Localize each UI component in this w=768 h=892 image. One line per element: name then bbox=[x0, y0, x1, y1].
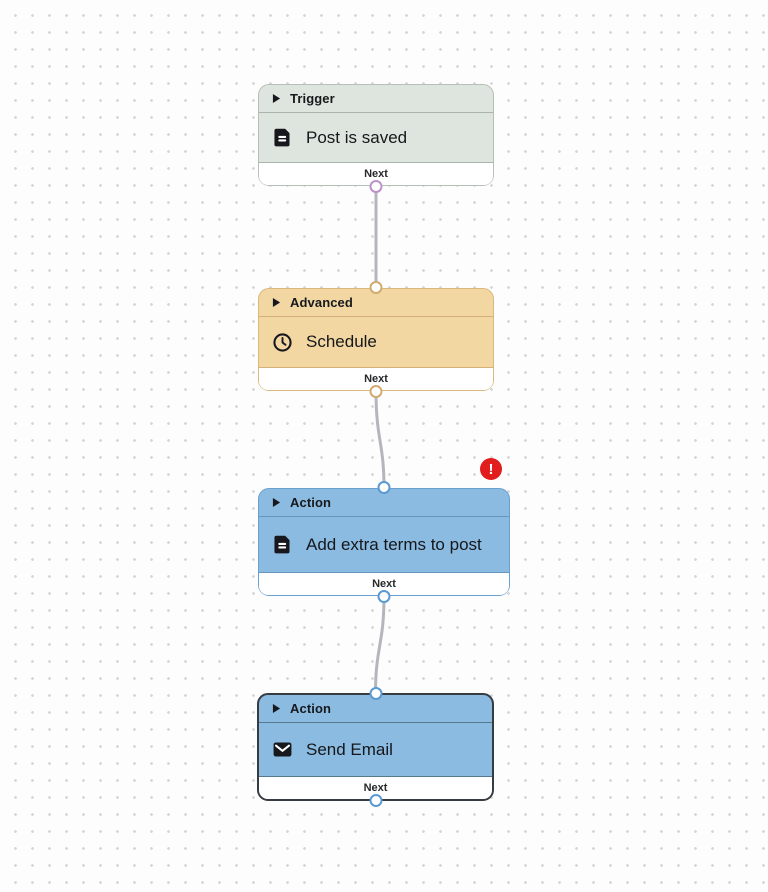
connection-line[interactable] bbox=[374, 594, 386, 695]
node-action-send-email[interactable]: Action Send Email Next bbox=[257, 687, 494, 807]
node-header: Advanced bbox=[259, 289, 493, 317]
next-connector-bar: Next bbox=[259, 573, 509, 595]
document-icon bbox=[274, 128, 290, 147]
node-category-label: Trigger bbox=[290, 91, 335, 106]
collapse-triangle-icon[interactable] bbox=[272, 497, 281, 508]
node-body: Schedule bbox=[259, 317, 493, 368]
input-port[interactable] bbox=[377, 481, 391, 494]
next-connector-bar: Next bbox=[259, 163, 493, 185]
next-label: Next bbox=[364, 168, 388, 180]
next-connector-bar: Next bbox=[259, 368, 493, 390]
node-header: Trigger bbox=[259, 85, 493, 113]
node-trigger-post-is-saved[interactable]: Trigger Post is saved Next bbox=[258, 84, 494, 193]
node-body: Add extra terms to post bbox=[259, 517, 509, 573]
output-port[interactable] bbox=[369, 794, 382, 807]
input-port[interactable] bbox=[369, 281, 383, 294]
node-title: Send Email bbox=[306, 739, 393, 759]
node-header: Action bbox=[259, 489, 509, 517]
node-body: Post is saved bbox=[259, 113, 493, 163]
node-advanced-schedule[interactable]: Advanced Schedule Next bbox=[258, 281, 494, 398]
output-port[interactable] bbox=[377, 590, 391, 603]
next-connector-bar: Next bbox=[259, 777, 492, 799]
collapse-triangle-icon[interactable] bbox=[272, 93, 281, 104]
node-category-label: Action bbox=[290, 495, 332, 510]
clock-icon bbox=[273, 332, 292, 352]
node-title: Add extra terms to post bbox=[306, 534, 482, 554]
collapse-triangle-icon[interactable] bbox=[272, 703, 281, 714]
next-label: Next bbox=[364, 373, 388, 385]
node-title: Schedule bbox=[306, 332, 377, 351]
connection-line[interactable] bbox=[374, 389, 386, 490]
node-header: Action bbox=[259, 695, 492, 723]
collapse-triangle-icon[interactable] bbox=[272, 297, 281, 308]
node-action-add-extra-terms[interactable]: ! Action Add extra terms to post Next bbox=[258, 458, 510, 603]
output-port[interactable] bbox=[369, 385, 383, 398]
envelope-icon bbox=[273, 742, 292, 757]
document-icon bbox=[274, 535, 290, 554]
node-title: Post is saved bbox=[306, 127, 408, 147]
output-port[interactable] bbox=[369, 180, 383, 193]
next-label: Next bbox=[363, 782, 388, 794]
input-port[interactable] bbox=[369, 687, 382, 700]
next-label: Next bbox=[372, 578, 396, 590]
node-category-label: Action bbox=[290, 701, 332, 716]
error-badge-icon[interactable]: ! bbox=[480, 458, 502, 480]
node-category-label: Advanced bbox=[290, 295, 353, 310]
node-body: Send Email bbox=[259, 723, 492, 777]
